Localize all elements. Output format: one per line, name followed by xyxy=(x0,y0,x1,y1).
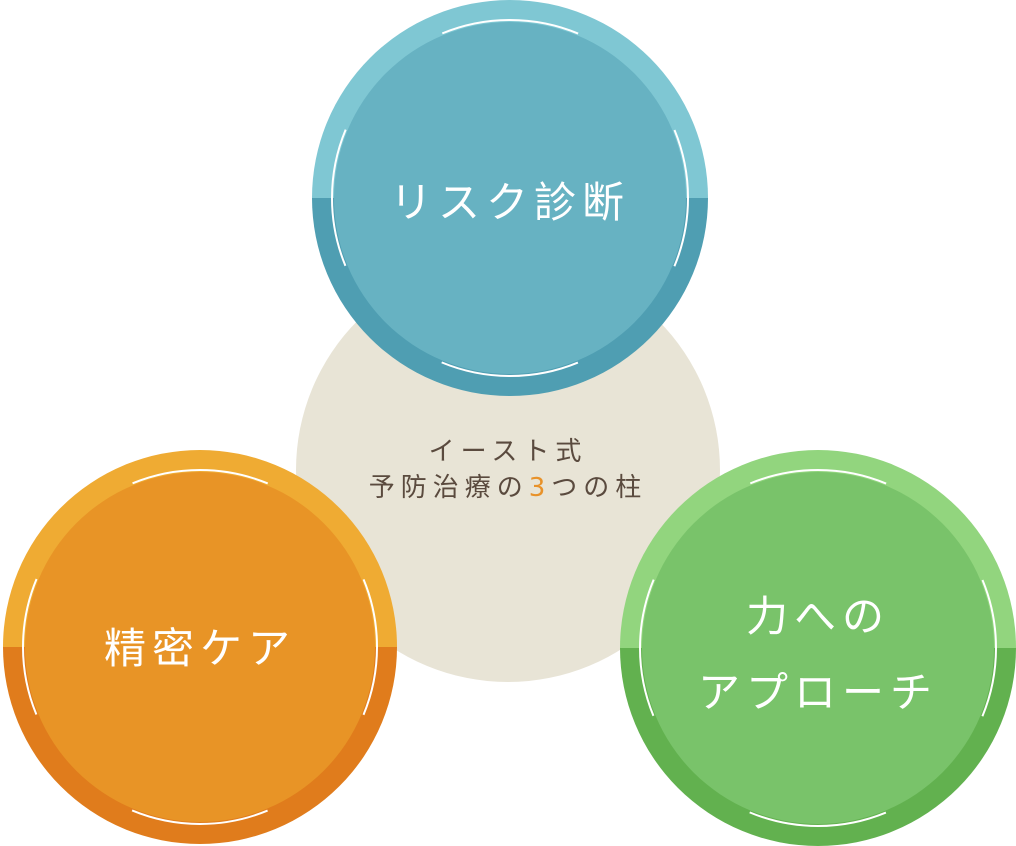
pillar-label: リスク診断 xyxy=(389,178,630,227)
pillar-risk-diagnosis: リスク診断 xyxy=(312,0,708,396)
center-title-line1: イースト式 xyxy=(428,437,588,467)
pillar-force-approach: 力への アプローチ xyxy=(620,450,1016,846)
pillar-label-line2: アプローチ xyxy=(697,668,938,717)
pillar-precision-care: 精密ケア xyxy=(3,450,397,844)
pillar-count: 3 xyxy=(528,473,552,504)
pillar-label-line1: 力への xyxy=(745,592,890,641)
pillar-label: 精密ケア xyxy=(103,624,296,673)
inner-disc xyxy=(642,472,994,824)
